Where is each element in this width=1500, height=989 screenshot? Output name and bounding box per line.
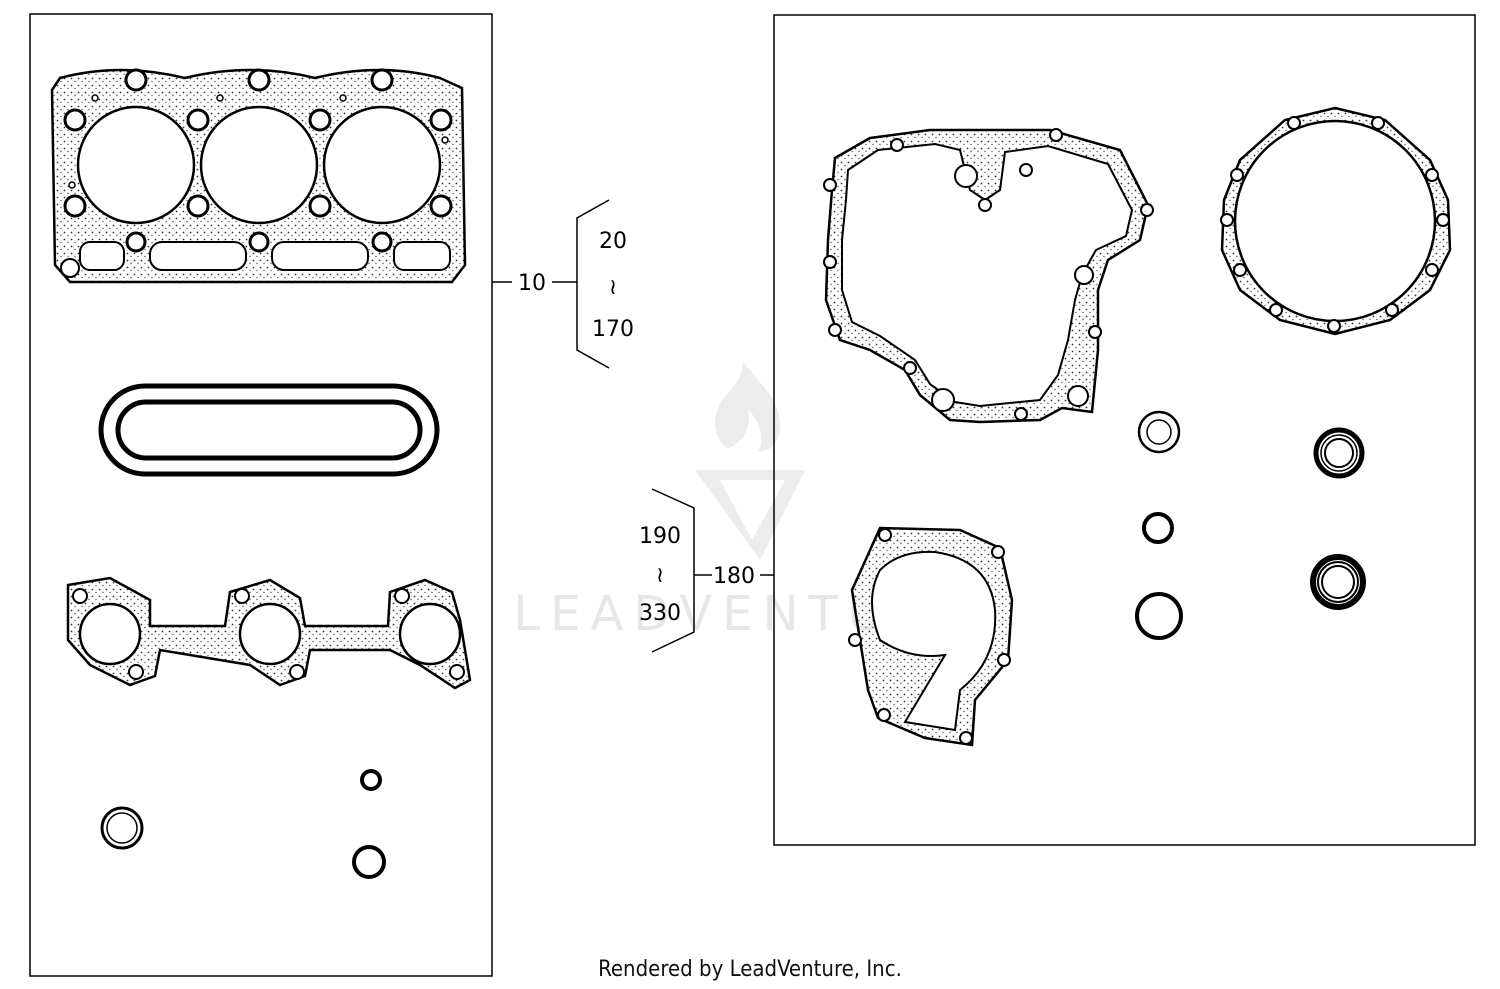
left-kit-frame (29, 13, 493, 977)
footer-credit: Rendered by LeadVenture, Inc. (598, 957, 902, 982)
flywheel-housing-gasket (1220, 106, 1452, 336)
callout-left: 10 20 ≀ 170 (492, 199, 634, 369)
head-cover-gasket (98, 383, 440, 477)
o-ring-right-small (1142, 512, 1174, 544)
v-mark-icon (695, 470, 805, 560)
callout-ref-label: 10 (518, 271, 546, 296)
callout-range-end: 170 (592, 317, 634, 342)
water-pump-gasket (848, 526, 1014, 747)
callout-range-start: 20 (599, 229, 627, 254)
o-ring-large (100, 806, 144, 850)
manifold-gasket (66, 576, 472, 690)
callout-range-separator: ≀ (609, 275, 617, 300)
callout-range-separator: ≀ (656, 563, 664, 588)
o-ring-right-medium (1135, 592, 1183, 640)
callout-ref-label: 180 (713, 564, 755, 589)
flame-icon (715, 360, 781, 452)
gear-case-gasket (823, 128, 1154, 424)
o-ring-medium (352, 845, 386, 879)
right-kit-frame (773, 14, 1476, 846)
callout-range-start: 190 (639, 524, 681, 549)
oil-seal-small (1313, 427, 1365, 479)
cylinder-head-gasket (50, 68, 467, 284)
callout-right: 180 190 ≀ 330 (639, 488, 774, 653)
o-ring-small (360, 769, 382, 791)
callout-range-end: 330 (639, 601, 681, 626)
o-ring-right-large (1137, 410, 1181, 454)
oil-seal-large (1310, 554, 1366, 610)
